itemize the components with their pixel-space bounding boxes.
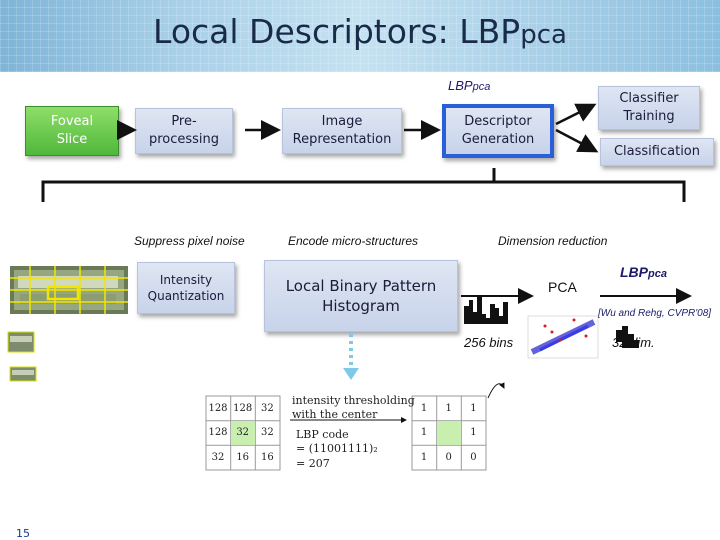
dimension-reduction-label: Dimension reduction bbox=[498, 234, 608, 248]
binary-grid-cell: 0 bbox=[470, 451, 477, 463]
lbp-code-line2: = (11001111)₂ bbox=[296, 442, 378, 456]
preprocessing-line2: processing bbox=[148, 132, 220, 147]
banner-texture bbox=[0, 0, 720, 72]
lbppca-output-label: LBPpca bbox=[620, 264, 667, 280]
output-histogram-thumbnail bbox=[616, 326, 639, 348]
classifier-line1: Classifier bbox=[619, 91, 679, 107]
foveal-line2: Slice bbox=[56, 132, 88, 147]
lbp-binary-grid-lines bbox=[411, 395, 487, 471]
threshold-line2: with the center bbox=[292, 407, 378, 421]
citation-label: [Wu and Rehg, CVPR'08] bbox=[598, 308, 712, 319]
curved-arrow bbox=[487, 382, 505, 399]
input-grid-cell: 32 bbox=[211, 451, 225, 463]
title-banner bbox=[0, 0, 720, 72]
threshold-text: intensity thresholding with the center bbox=[292, 394, 415, 422]
histogram-thumbnail bbox=[464, 296, 508, 324]
lbp-hist-line2: Histogram bbox=[322, 297, 400, 315]
lbp-code-line1: LBP code bbox=[296, 428, 349, 441]
foveal-line1: Foveal bbox=[50, 114, 94, 130]
input-grid-cell: 16 bbox=[261, 451, 274, 463]
pca-scatter-thumbnail bbox=[527, 315, 599, 359]
binary-grid-cell: 1 bbox=[420, 451, 428, 463]
slide-title: Local Descriptors: LBPpca bbox=[0, 12, 720, 51]
input-grid-cell: 128 bbox=[233, 402, 253, 414]
arrow-to-classifier-training bbox=[555, 103, 597, 126]
page-number: 15 bbox=[16, 527, 30, 540]
binary-grid-cell: 1 bbox=[420, 427, 428, 439]
input-center-cell-fill bbox=[231, 421, 255, 445]
dotted-arrowhead bbox=[343, 368, 359, 380]
bins-label: 256 bins bbox=[464, 335, 514, 350]
classification-label: Classification bbox=[613, 144, 701, 160]
classifier-line2: Training bbox=[623, 109, 675, 124]
arrow-to-classification bbox=[555, 128, 599, 153]
binary-grid-cell: 1 bbox=[470, 402, 477, 414]
pca-label: PCA bbox=[548, 279, 577, 295]
image-repr-line1: Image bbox=[321, 114, 363, 130]
lbp-code-line3: = 207 bbox=[296, 456, 330, 470]
threshold-line1: intensity thresholding bbox=[292, 394, 415, 407]
input-grid-cell: 128 bbox=[208, 402, 228, 414]
binary-grid-cell: 1 bbox=[470, 427, 477, 439]
binary-center-cell-fill bbox=[437, 421, 461, 445]
input-grid-cell: 16 bbox=[236, 451, 250, 463]
preprocessing-line1: Pre- bbox=[171, 114, 197, 130]
binary-grid-cell: 1 bbox=[420, 402, 428, 414]
binary-grid-cell bbox=[437, 421, 461, 445]
binary-grid-cell: 1 bbox=[445, 402, 452, 414]
title-subscript: pca bbox=[520, 20, 567, 50]
lbp-hist-line1: Local Binary Pattern bbox=[285, 276, 437, 295]
intensity-line1: Intensity bbox=[159, 272, 213, 287]
descriptor-line2: Generation bbox=[461, 132, 535, 147]
lbppca-top-label: LBPpca bbox=[448, 78, 490, 93]
lbppca-top-main: LBP bbox=[448, 78, 473, 93]
foveal-thumbnail-image bbox=[7, 266, 128, 382]
input-grid-cell: 32 bbox=[261, 427, 274, 439]
input-grid-cell: 32 bbox=[236, 427, 250, 439]
classification-box: Classification bbox=[600, 138, 714, 166]
input-grid-cell: 32 bbox=[261, 402, 274, 414]
input-grid-cell: 128 bbox=[208, 427, 228, 439]
binary-grid-cell: 0 bbox=[445, 451, 452, 463]
lbppca-top-sub: pca bbox=[472, 81, 491, 93]
lbp-input-grid-lines bbox=[205, 395, 281, 471]
suppress-noise-label: Suppress pixel noise bbox=[134, 234, 245, 248]
descriptor-line1: Descriptor bbox=[464, 114, 532, 130]
lbp-code-text: LBP code = (11001111)₂ = 207 bbox=[296, 428, 378, 471]
title-main: Local Descriptors: LBP bbox=[153, 12, 521, 51]
lbppca-output-sub: pca bbox=[648, 268, 667, 280]
pipeline-brace bbox=[41, 168, 686, 202]
lbppca-output-main: LBP bbox=[620, 264, 648, 280]
preprocessing-box: Pre-processing bbox=[135, 108, 233, 154]
encode-structures-label: Encode micro-structures bbox=[288, 234, 419, 248]
image-repr-line2: Representation bbox=[292, 132, 392, 147]
intensity-line2: Quantization bbox=[147, 289, 225, 303]
